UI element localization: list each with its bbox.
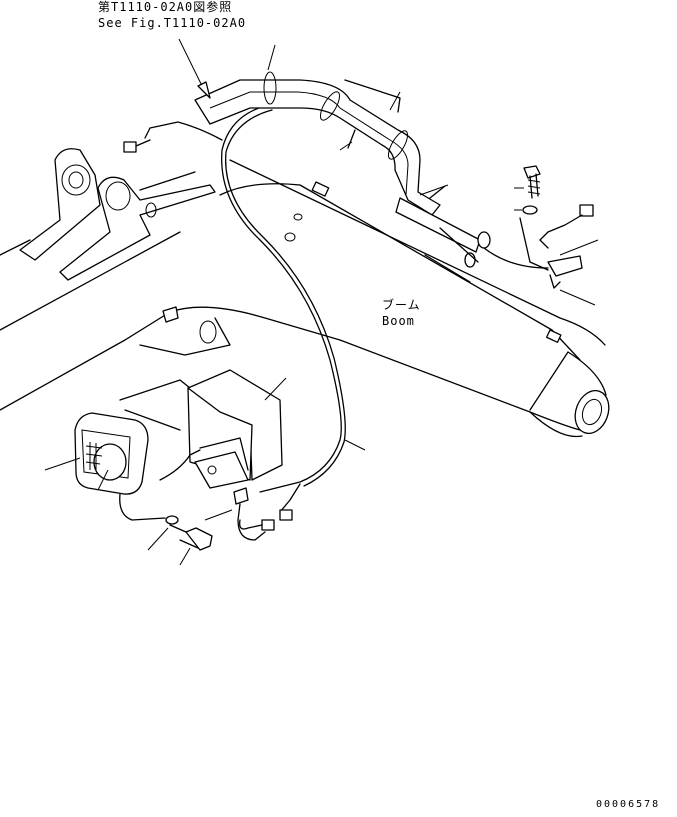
drawing-number: 00006578 bbox=[596, 799, 661, 810]
washer-lower bbox=[165, 515, 179, 525]
leader-lines bbox=[44, 38, 599, 566]
guard-mount-plate bbox=[194, 451, 249, 489]
harness-bracket bbox=[547, 255, 583, 277]
clamp-1 bbox=[263, 71, 277, 105]
boom-foot-bracket bbox=[0, 148, 216, 281]
boom-bracket-1 bbox=[311, 181, 330, 197]
bolt-lower-head bbox=[185, 527, 213, 551]
boom-label-japanese: ブーム bbox=[382, 298, 421, 312]
cab-roof-area bbox=[119, 306, 341, 431]
right-connector-assembly bbox=[483, 204, 594, 289]
bracket-pin-hole-1 bbox=[61, 164, 91, 196]
grommet bbox=[233, 487, 249, 505]
roof-hole bbox=[199, 320, 217, 344]
connector-lower-2 bbox=[261, 519, 275, 531]
pipe-fitting-1 bbox=[477, 231, 491, 249]
boom-handrail bbox=[194, 71, 491, 268]
wiring-harness bbox=[123, 104, 346, 541]
washer-upper bbox=[522, 205, 538, 215]
reference-note-english: See Fig.T1110-02A0 bbox=[98, 16, 247, 30]
light-bolt-and-washer bbox=[165, 515, 213, 551]
boom-bolt-hole-1 bbox=[293, 213, 303, 221]
boom-label-english: Boom bbox=[382, 314, 415, 328]
bolt-upper-head bbox=[523, 165, 541, 179]
work-light-lens bbox=[93, 443, 127, 481]
boom-foot-pin-boss bbox=[574, 389, 610, 435]
light-guard bbox=[187, 369, 283, 489]
connector-lower-1 bbox=[279, 509, 293, 521]
connector-right bbox=[579, 204, 594, 217]
boom-bracket-2 bbox=[545, 329, 562, 343]
bracket-pin-hole-3 bbox=[145, 202, 157, 218]
connector-upper-left bbox=[123, 141, 137, 153]
boom-bolt-hole-2 bbox=[284, 232, 296, 242]
roof-nut bbox=[162, 306, 179, 323]
bracket-pin-hole-2 bbox=[105, 181, 131, 211]
clamp-2 bbox=[319, 91, 341, 121]
reference-arrow-head bbox=[197, 81, 211, 99]
reference-note-japanese: 第T1110-02A0図参照 bbox=[98, 0, 233, 14]
work-light bbox=[74, 412, 201, 521]
clamp-3 bbox=[387, 130, 409, 160]
upper-bolt-and-washer bbox=[514, 165, 541, 215]
